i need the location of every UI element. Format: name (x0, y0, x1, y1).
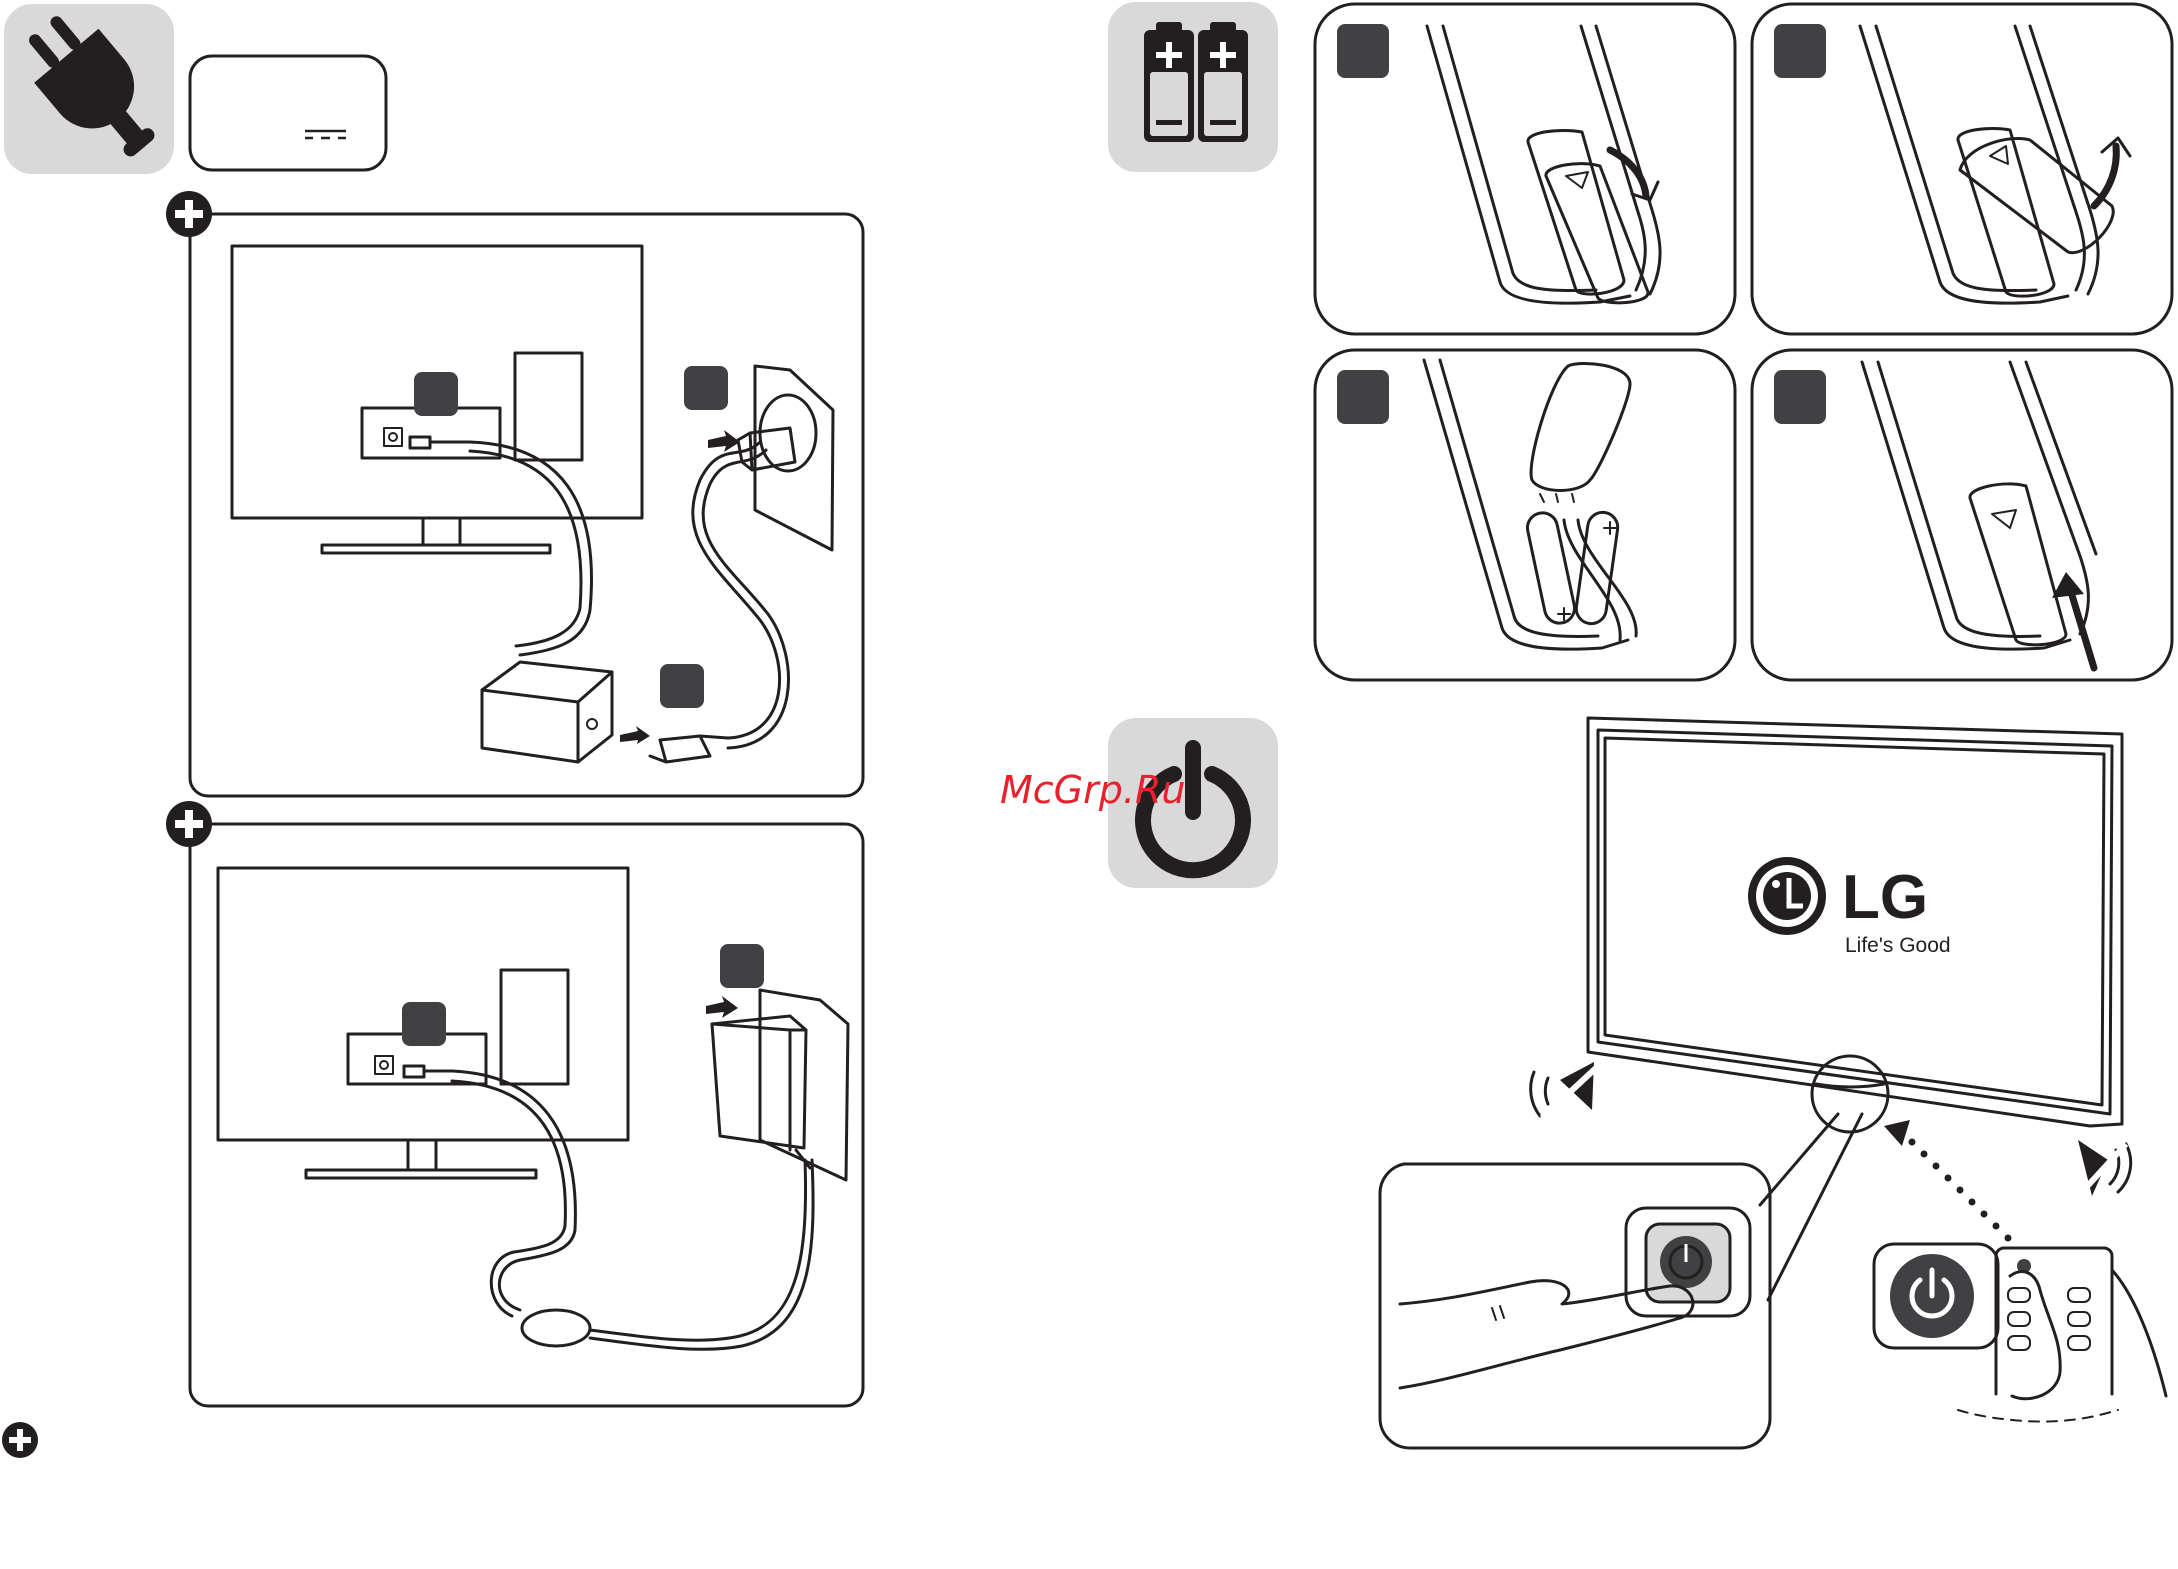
brand-tagline: Life's Good (1845, 934, 1951, 957)
step-badge (402, 1002, 446, 1046)
step-badge (1337, 24, 1389, 78)
step-badge (660, 664, 704, 708)
power-on-section: LG Life's Good (1108, 718, 2166, 1448)
step-badge (1774, 370, 1826, 424)
step-badge (1337, 370, 1389, 424)
plus-circle-icon (166, 801, 212, 847)
step-badge (414, 372, 458, 416)
battery-step-2 (1752, 4, 2172, 334)
power-section (2, 0, 863, 1458)
battery-section (1108, 2, 2172, 680)
dc-rating-label (190, 56, 386, 170)
remote-signal-dots (1884, 1120, 2012, 1242)
battery-step-3 (1315, 350, 1735, 680)
battery-step-4 (1752, 350, 2172, 680)
plus-circle-icon (2, 1422, 38, 1458)
brand-logo: LG (1842, 863, 1928, 932)
plus-circle-icon (166, 191, 212, 237)
connection-panel-b (166, 801, 863, 1406)
connection-panel-a (166, 191, 863, 796)
lg-logo: LG Life's Good (1748, 857, 1951, 957)
step-badge (1774, 24, 1826, 78)
button-press-callout (1380, 1114, 1862, 1448)
watermark-text: McGrp.Ru (1000, 768, 1185, 812)
remote-press-callout (1874, 1244, 2166, 1422)
step-badge (720, 944, 764, 988)
battery-step-1 (1315, 4, 1735, 334)
step-badge (684, 366, 728, 410)
speaker-mute-icon (2078, 1140, 2131, 1196)
speaker-mute-icon (1531, 1062, 1596, 1118)
